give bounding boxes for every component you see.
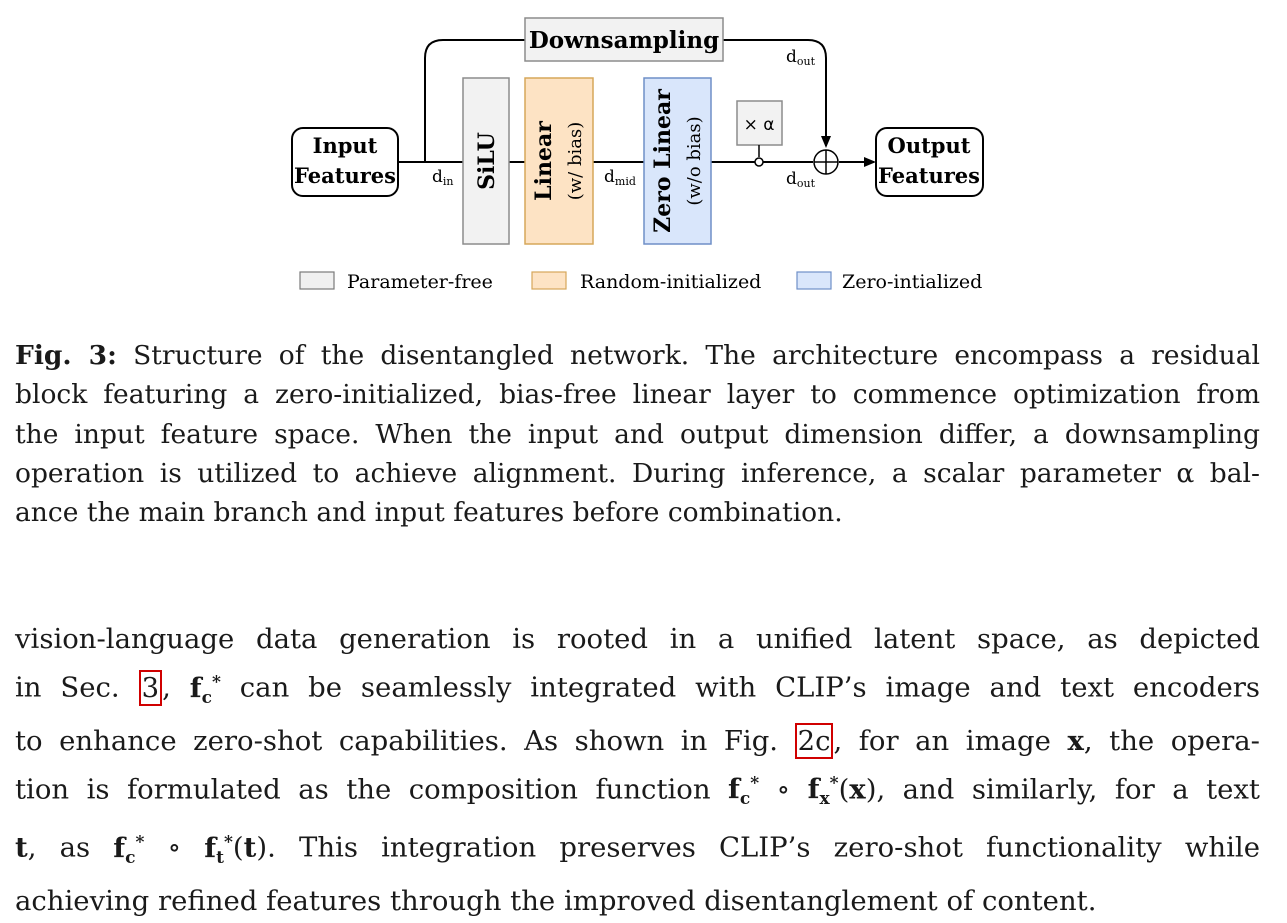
architecture-diagram: Downsampling Input Features Output Featu… bbox=[291, 17, 984, 293]
silu-block bbox=[462, 77, 510, 245]
figure-ref-link[interactable]: 2c bbox=[794, 722, 834, 759]
caption-line-5: ance the main branch and input features … bbox=[15, 497, 843, 529]
legend-swatch-zero bbox=[796, 271, 832, 290]
alpha-label: × α bbox=[744, 115, 775, 135]
input-features-label-2: Features bbox=[294, 163, 396, 188]
legend-label-parameter-free: Parameter-free bbox=[347, 271, 493, 293]
downsampling-label: Downsampling bbox=[529, 27, 719, 54]
legend-label-random: Random-initialized bbox=[580, 271, 761, 293]
body-line-2: in Sec. 3, fc* can be seamlessly integra… bbox=[15, 669, 1261, 708]
linear-block bbox=[524, 77, 594, 245]
caption-line-3: the input feature space. When the input … bbox=[15, 418, 1260, 450]
zero-linear-label: Zero Linear bbox=[650, 89, 676, 233]
body-line-3: to enhance zero-shot capabilities. As sh… bbox=[15, 722, 1260, 759]
linear-label: Linear bbox=[531, 121, 557, 201]
zero-linear-sublabel: (w/o bias) bbox=[684, 116, 705, 205]
output-features-box bbox=[875, 127, 984, 197]
body-line-6: achieving refined features through the i… bbox=[15, 885, 1097, 917]
legend-label-zero: Zero-intialized bbox=[842, 271, 982, 293]
caption-line-1: Fig. 3: Structure of the disentangled ne… bbox=[15, 340, 1260, 371]
d-out-bottom-label: dout bbox=[786, 169, 816, 190]
output-features-label-2: Features bbox=[878, 163, 980, 188]
linear-sublabel: (w/ bias) bbox=[565, 122, 586, 201]
input-features-label-1: Input bbox=[313, 133, 378, 158]
d-mid-label: dmid bbox=[604, 167, 636, 188]
residual-path-return bbox=[723, 39, 831, 148]
d-in-label: din bbox=[432, 167, 454, 188]
residual-path bbox=[424, 39, 525, 162]
downsampling-box bbox=[524, 17, 724, 62]
legend-swatch-parameter-free bbox=[299, 271, 335, 290]
section-ref-link[interactable]: 3 bbox=[138, 669, 163, 706]
body-line-4: tion is formulated as the composition fu… bbox=[15, 773, 1260, 810]
zero-linear-block bbox=[643, 77, 712, 245]
caption-line-2: block featuring a zero-initialized, bias… bbox=[15, 379, 1260, 411]
caption-line-4: operation is utilized to achieve alignme… bbox=[15, 457, 1260, 489]
alpha-node bbox=[754, 157, 764, 167]
silu-label: SiLU bbox=[474, 132, 500, 190]
body-line-5: t, as fc* ∘ ft*(t). This integration pre… bbox=[15, 831, 1260, 868]
input-features-box bbox=[291, 127, 399, 197]
caption-label: Fig. 3: bbox=[15, 340, 117, 371]
alpha-box bbox=[736, 100, 783, 146]
legend-swatch-random bbox=[531, 271, 567, 290]
output-features-label-1: Output bbox=[888, 133, 971, 158]
d-out-top-label: dout bbox=[786, 47, 816, 68]
body-line-1: vision-language data generation is roote… bbox=[15, 623, 1260, 655]
body-paragraph: vision-language data generation is roote… bbox=[15, 618, 1260, 923]
figure-caption: Fig. 3: Structure of the disentangled ne… bbox=[15, 336, 1260, 532]
